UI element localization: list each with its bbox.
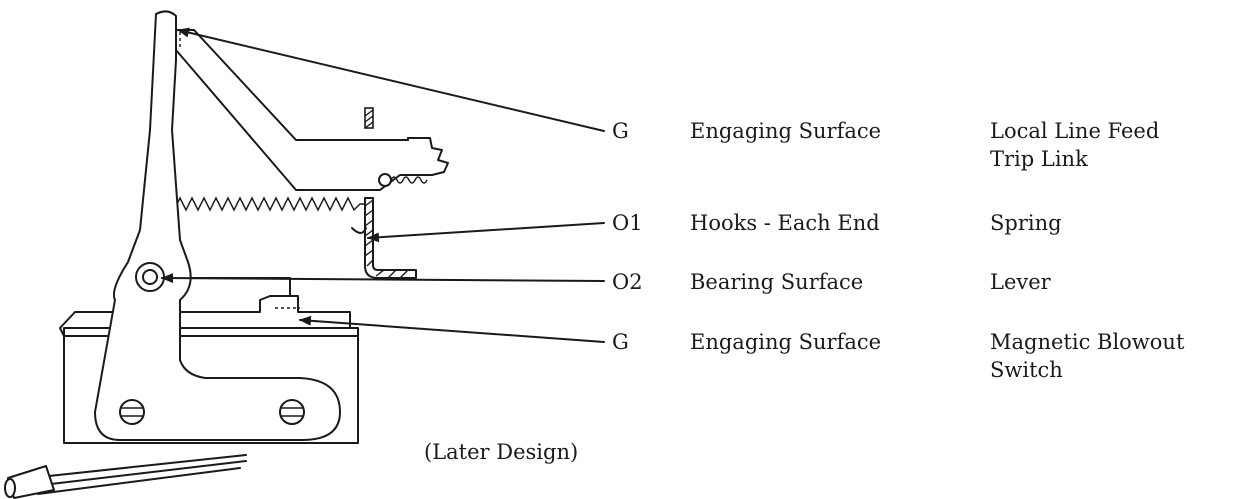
main-spring-hook-right bbox=[351, 227, 367, 234]
hatched-stud bbox=[364, 107, 374, 129]
main-spring bbox=[161, 196, 366, 212]
callout-part-line: Local Line Feed bbox=[990, 119, 1159, 143]
leader-g-top bbox=[177, 27, 605, 132]
callout-row-1: G Engaging Surface Local Line Feed Trip … bbox=[612, 119, 1159, 171]
callout-point: Engaging Surface bbox=[690, 330, 881, 354]
leader-o1 bbox=[367, 222, 605, 243]
spring-bracket bbox=[364, 197, 417, 279]
callout-part-line: Lever bbox=[990, 270, 1052, 294]
design-caption: (Later Design) bbox=[424, 440, 578, 464]
callout-part-line: Spring bbox=[990, 211, 1062, 235]
callout-code: G bbox=[612, 330, 629, 354]
trip-link-spring-eye bbox=[378, 173, 392, 187]
callout-row-4: G Engaging Surface Magnetic Blowout Swit… bbox=[612, 330, 1185, 382]
trip-link-arm bbox=[175, 29, 433, 191]
trip-link-broken-end bbox=[407, 137, 449, 176]
lead-wires bbox=[4, 454, 247, 499]
leader-g-bottom bbox=[299, 315, 605, 343]
trip-link-spring bbox=[390, 176, 428, 184]
callout-point: Bearing Surface bbox=[690, 270, 863, 294]
callout-code: O1 bbox=[612, 211, 643, 235]
callout-code: O2 bbox=[612, 270, 643, 294]
lever bbox=[94, 10, 341, 441]
callout-row-2: O1 Hooks - Each End Spring bbox=[612, 211, 1062, 235]
screw-right bbox=[279, 399, 305, 425]
callout-part-line: Switch bbox=[990, 358, 1063, 382]
mechanism-drawing bbox=[4, 10, 449, 499]
lever-bearing-inner bbox=[142, 269, 158, 285]
callout-part-line: Magnetic Blowout bbox=[990, 330, 1185, 354]
callout-row-3: O2 Bearing Surface Lever bbox=[612, 270, 1052, 294]
screw-left bbox=[119, 399, 145, 425]
callout-point: Engaging Surface bbox=[690, 119, 881, 143]
leader-o2 bbox=[161, 273, 605, 284]
callout-code: G bbox=[612, 119, 629, 143]
callout-point: Hooks - Each End bbox=[690, 211, 880, 235]
leader-lines bbox=[161, 27, 605, 343]
callout-part-line: Trip Link bbox=[990, 147, 1088, 171]
